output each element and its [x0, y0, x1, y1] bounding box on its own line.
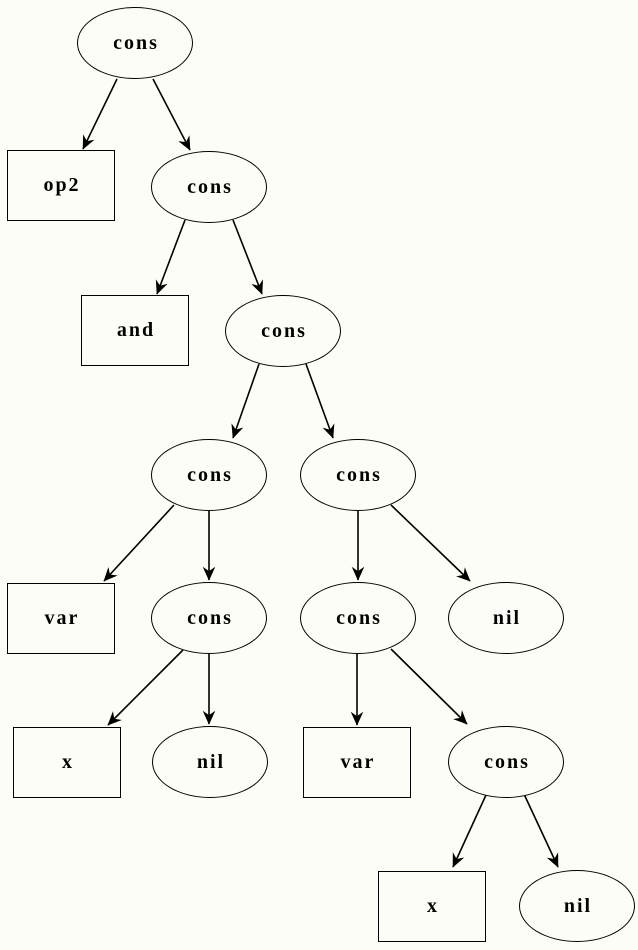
node-n11-x: x	[13, 727, 121, 798]
node-n3-and: and	[81, 295, 189, 366]
edge-n2-n4	[232, 219, 264, 295]
edge-n14-n15	[452, 794, 487, 868]
node-n9-cons: cons	[300, 582, 416, 654]
node-n12-nil: nil	[152, 726, 268, 798]
node-n10-nil: nil	[448, 582, 564, 654]
edge-n2-n3	[155, 219, 186, 295]
edge-n0-n1	[82, 78, 118, 150]
node-n1-op2: op2	[7, 150, 115, 221]
node-n7-var: var	[7, 583, 115, 654]
node-n2-cons: cons	[151, 151, 267, 223]
edge-n8-n11	[107, 649, 184, 726]
node-n16-nil: nil	[519, 870, 635, 942]
node-n6-cons: cons	[300, 439, 416, 511]
node-n0-cons: cons	[77, 7, 193, 79]
edge-n4-n5	[231, 363, 260, 439]
node-n8-cons: cons	[151, 582, 267, 654]
edge-n0-n2	[152, 78, 191, 151]
node-n4-cons: cons	[225, 295, 341, 367]
node-n13-var: var	[303, 727, 411, 798]
node-n14-cons: cons	[448, 726, 564, 798]
edge-n6-n10	[390, 504, 471, 582]
edge-n14-n16	[523, 793, 559, 868]
node-n15-x: x	[378, 871, 486, 942]
edge-n4-n6	[305, 363, 335, 439]
edge-n9-n14	[390, 648, 468, 725]
edge-n5-n7	[103, 504, 175, 582]
node-n5-cons: cons	[151, 439, 267, 511]
